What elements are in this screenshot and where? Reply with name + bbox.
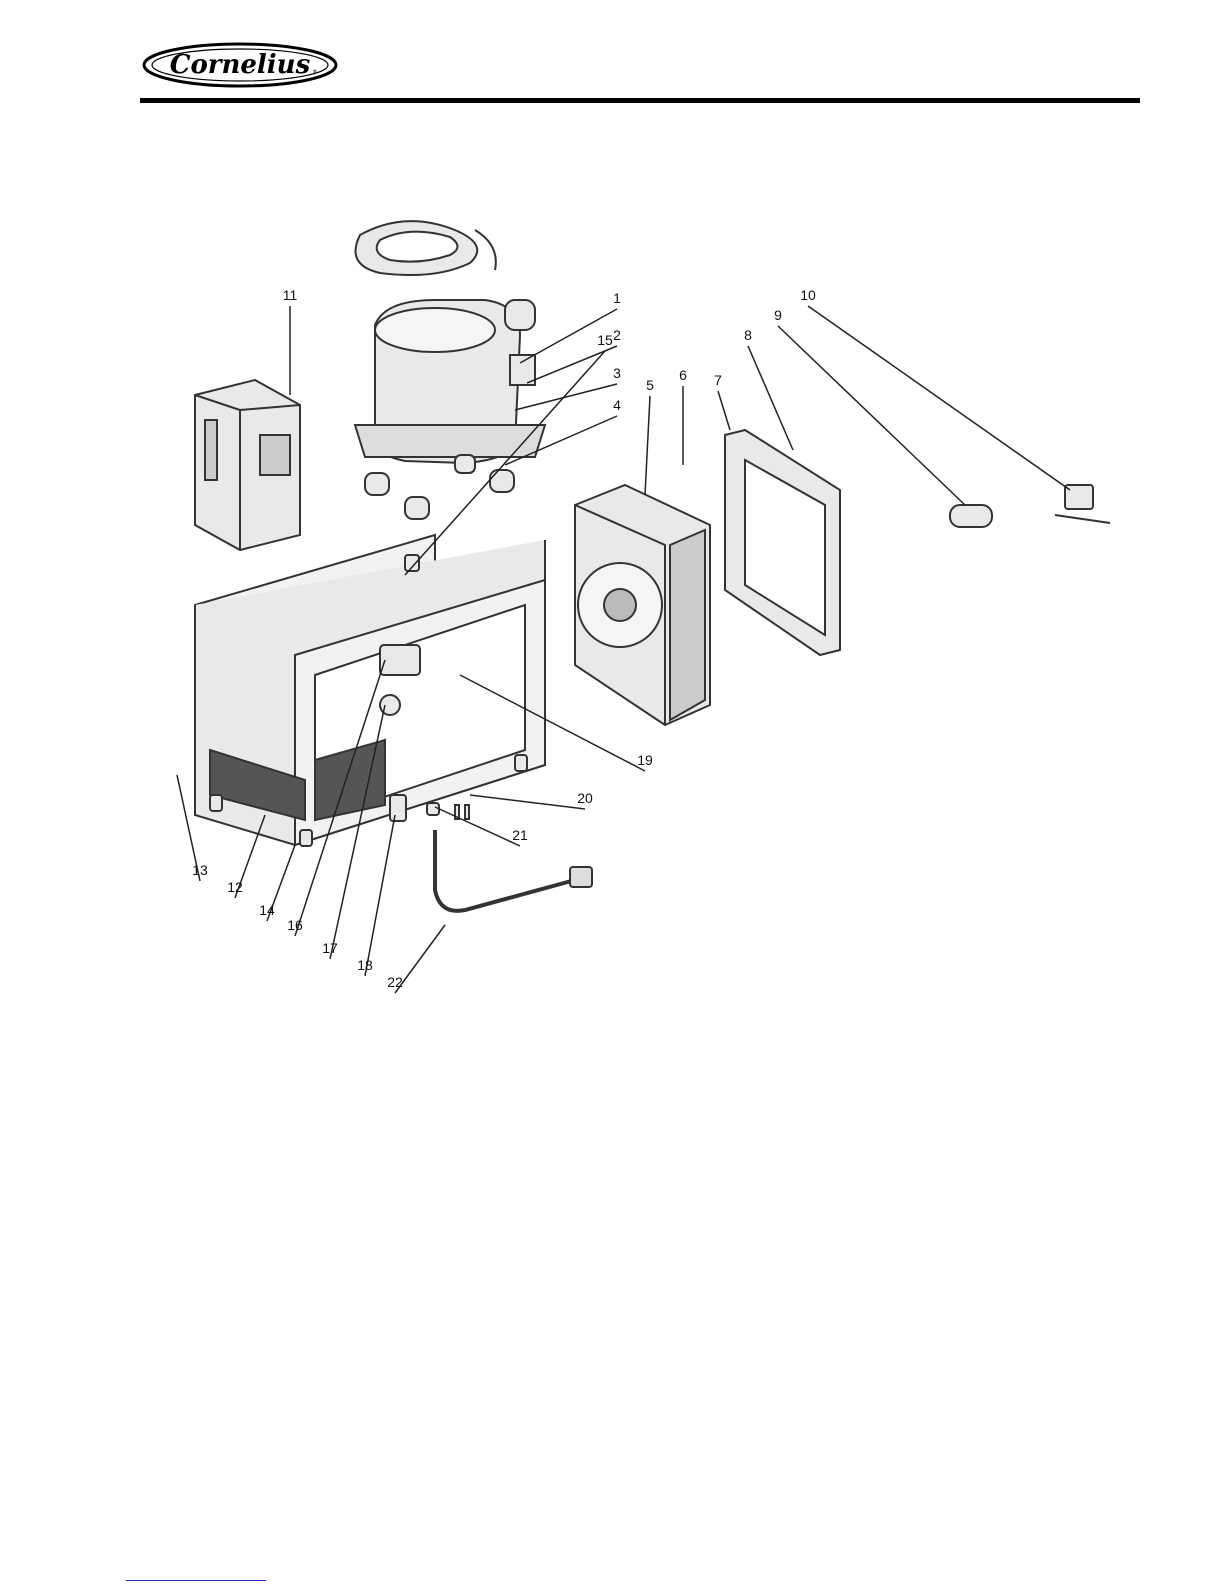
callout-label-9: 9 bbox=[774, 307, 782, 323]
leader-line-8 bbox=[748, 346, 793, 450]
callout-label-17: 17 bbox=[322, 940, 338, 956]
compressor bbox=[355, 300, 545, 463]
leader-line-10 bbox=[808, 306, 1070, 490]
solenoid-valve bbox=[1055, 485, 1110, 523]
filter-drier bbox=[950, 505, 992, 527]
callout-label-21: 21 bbox=[512, 827, 528, 843]
leader-line-3 bbox=[515, 384, 617, 410]
callout-label-13: 13 bbox=[192, 862, 208, 878]
cornelius-logo: Cornelius ® bbox=[140, 40, 340, 90]
callout-label-10: 10 bbox=[800, 287, 816, 303]
callout-label-4: 4 bbox=[613, 397, 621, 413]
callout-label-2: 2 bbox=[613, 327, 621, 343]
leader-line-21 bbox=[435, 807, 520, 846]
callout-label-14: 14 bbox=[259, 902, 275, 918]
svg-text:®: ® bbox=[312, 69, 318, 76]
refrigerant-coil-ring bbox=[356, 221, 496, 275]
callout-label-7: 7 bbox=[714, 372, 722, 388]
leader-line-5 bbox=[645, 396, 650, 495]
callout-label-22: 22 bbox=[387, 974, 403, 990]
callout-label-20: 20 bbox=[577, 790, 593, 806]
electrical-box bbox=[195, 380, 300, 550]
leader-line-7 bbox=[718, 391, 730, 430]
leader-line-20 bbox=[470, 795, 585, 809]
callout-label-3: 3 bbox=[613, 365, 621, 381]
callout-label-18: 18 bbox=[357, 957, 373, 973]
condenser-fan-assembly bbox=[575, 485, 710, 725]
shroud-panel bbox=[725, 430, 840, 655]
callout-label-6: 6 bbox=[679, 367, 687, 383]
callout-label-11: 11 bbox=[283, 287, 298, 303]
callout-label-19: 19 bbox=[637, 752, 653, 768]
callout-label-15: 15 bbox=[597, 332, 613, 348]
callout-label-16: 16 bbox=[287, 917, 303, 933]
leader-line-18 bbox=[365, 815, 395, 976]
svg-text:Cornelius: Cornelius bbox=[170, 50, 311, 80]
callout-label-12: 12 bbox=[227, 879, 243, 895]
footer-link-underline bbox=[126, 1580, 266, 1581]
header-rule bbox=[140, 98, 1140, 103]
callout-label-8: 8 bbox=[744, 327, 752, 343]
callout-label-1: 1 bbox=[613, 290, 621, 306]
callout-label-5: 5 bbox=[646, 377, 654, 393]
base-frame bbox=[195, 535, 545, 845]
rubber-grommets bbox=[365, 455, 514, 519]
